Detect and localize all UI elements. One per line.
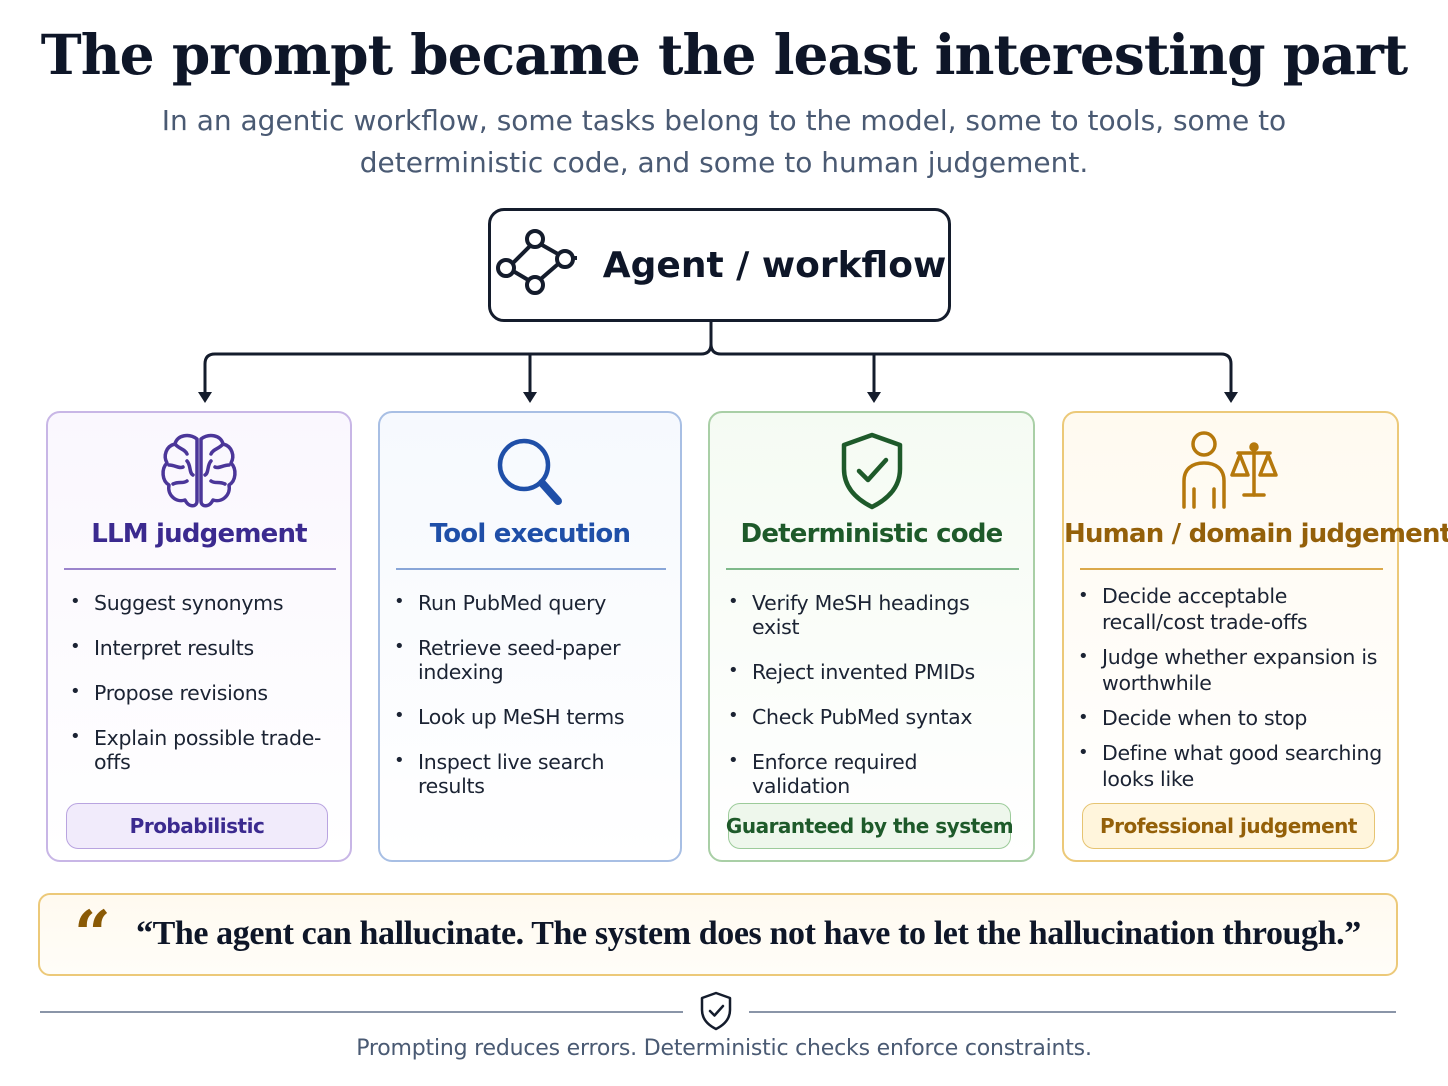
card-llm-badge: Probabilistic	[66, 803, 328, 849]
agent-workflow-node: Agent / workflow	[488, 208, 951, 322]
list-item: Suggest synonyms	[70, 591, 338, 615]
card-tool-execution: Tool execution Run PubMed query Retrieve…	[378, 411, 682, 862]
shield-check-icon	[832, 429, 912, 517]
card-human-badge: Professional judgement	[1082, 803, 1375, 849]
list-item: Interpret results	[70, 636, 338, 660]
card-deterministic-code: Deterministic code Verify MeSH headings …	[708, 411, 1035, 862]
list-item: Judge whether expansion is worthwhile	[1078, 644, 1389, 696]
list-item: Retrieve seed-paper indexing	[394, 636, 676, 684]
magnifier-icon	[490, 429, 570, 517]
page-title: The prompt became the least interesting …	[40, 22, 1408, 87]
quote-callout: “ “The agent can hallucinate. The system…	[38, 893, 1398, 976]
card-det-divider	[726, 568, 1019, 570]
list-item: Reject invented PMIDs	[728, 660, 1021, 684]
brain-icon	[159, 429, 239, 517]
footer-divider-right	[749, 1011, 1396, 1013]
list-item: Propose revisions	[70, 681, 338, 705]
workflow-nodes-icon	[493, 228, 583, 302]
card-tool-list: Run PubMed query Retrieve seed-paper ind…	[394, 591, 676, 819]
list-item: Verify MeSH headings exist	[728, 591, 1021, 639]
card-human-list: Decide acceptable recall/cost trade-offs…	[1078, 583, 1389, 801]
card-llm-judgement: LLM judgement Suggest synonyms Interpret…	[46, 411, 352, 862]
agent-workflow-label: Agent / workflow	[602, 244, 947, 286]
quote-mark-icon: “	[74, 897, 111, 972]
shield-check-icon	[697, 990, 735, 1032]
list-item: Look up MeSH terms	[394, 705, 676, 729]
card-det-list: Verify MeSH headings exist Reject invent…	[728, 591, 1021, 819]
card-human-judgement: Human / domain judgement Decide acceptab…	[1062, 411, 1448, 862]
person-scales-icon	[1176, 429, 1286, 517]
card-det-badge: Guaranteed by the system	[726, 803, 1014, 849]
card-tool-title: Tool execution	[429, 519, 631, 549]
card-llm-divider	[64, 568, 336, 570]
list-item: Enforce required validation	[728, 750, 1021, 798]
list-item: Check PubMed syntax	[728, 705, 1021, 729]
footer-divider-left	[40, 1011, 683, 1013]
card-det-title: Deterministic code	[740, 519, 1004, 549]
card-llm-title: LLM judgement	[91, 519, 307, 549]
card-human-divider	[1080, 568, 1383, 570]
card-llm-list: Suggest synonyms Interpret results Propo…	[70, 591, 338, 795]
list-item: Decide when to stop	[1078, 705, 1389, 731]
footer-caption: Prompting reduces errors. Deterministic …	[356, 1036, 1092, 1061]
card-tool-divider	[396, 568, 666, 570]
list-item: Run PubMed query	[394, 591, 676, 615]
list-item: Explain possible trade-offs	[70, 726, 338, 774]
list-item: Inspect live search results	[394, 750, 676, 798]
page-subtitle: In an agentic workflow, some tasks belon…	[161, 104, 1287, 179]
list-item: Decide acceptable recall/cost trade-offs	[1078, 583, 1389, 635]
quote-text: “The agent can hallucinate. The system d…	[136, 915, 1361, 952]
card-human-title: Human / domain judgement	[1064, 519, 1448, 549]
list-item: Define what good searching looks like	[1078, 740, 1389, 792]
